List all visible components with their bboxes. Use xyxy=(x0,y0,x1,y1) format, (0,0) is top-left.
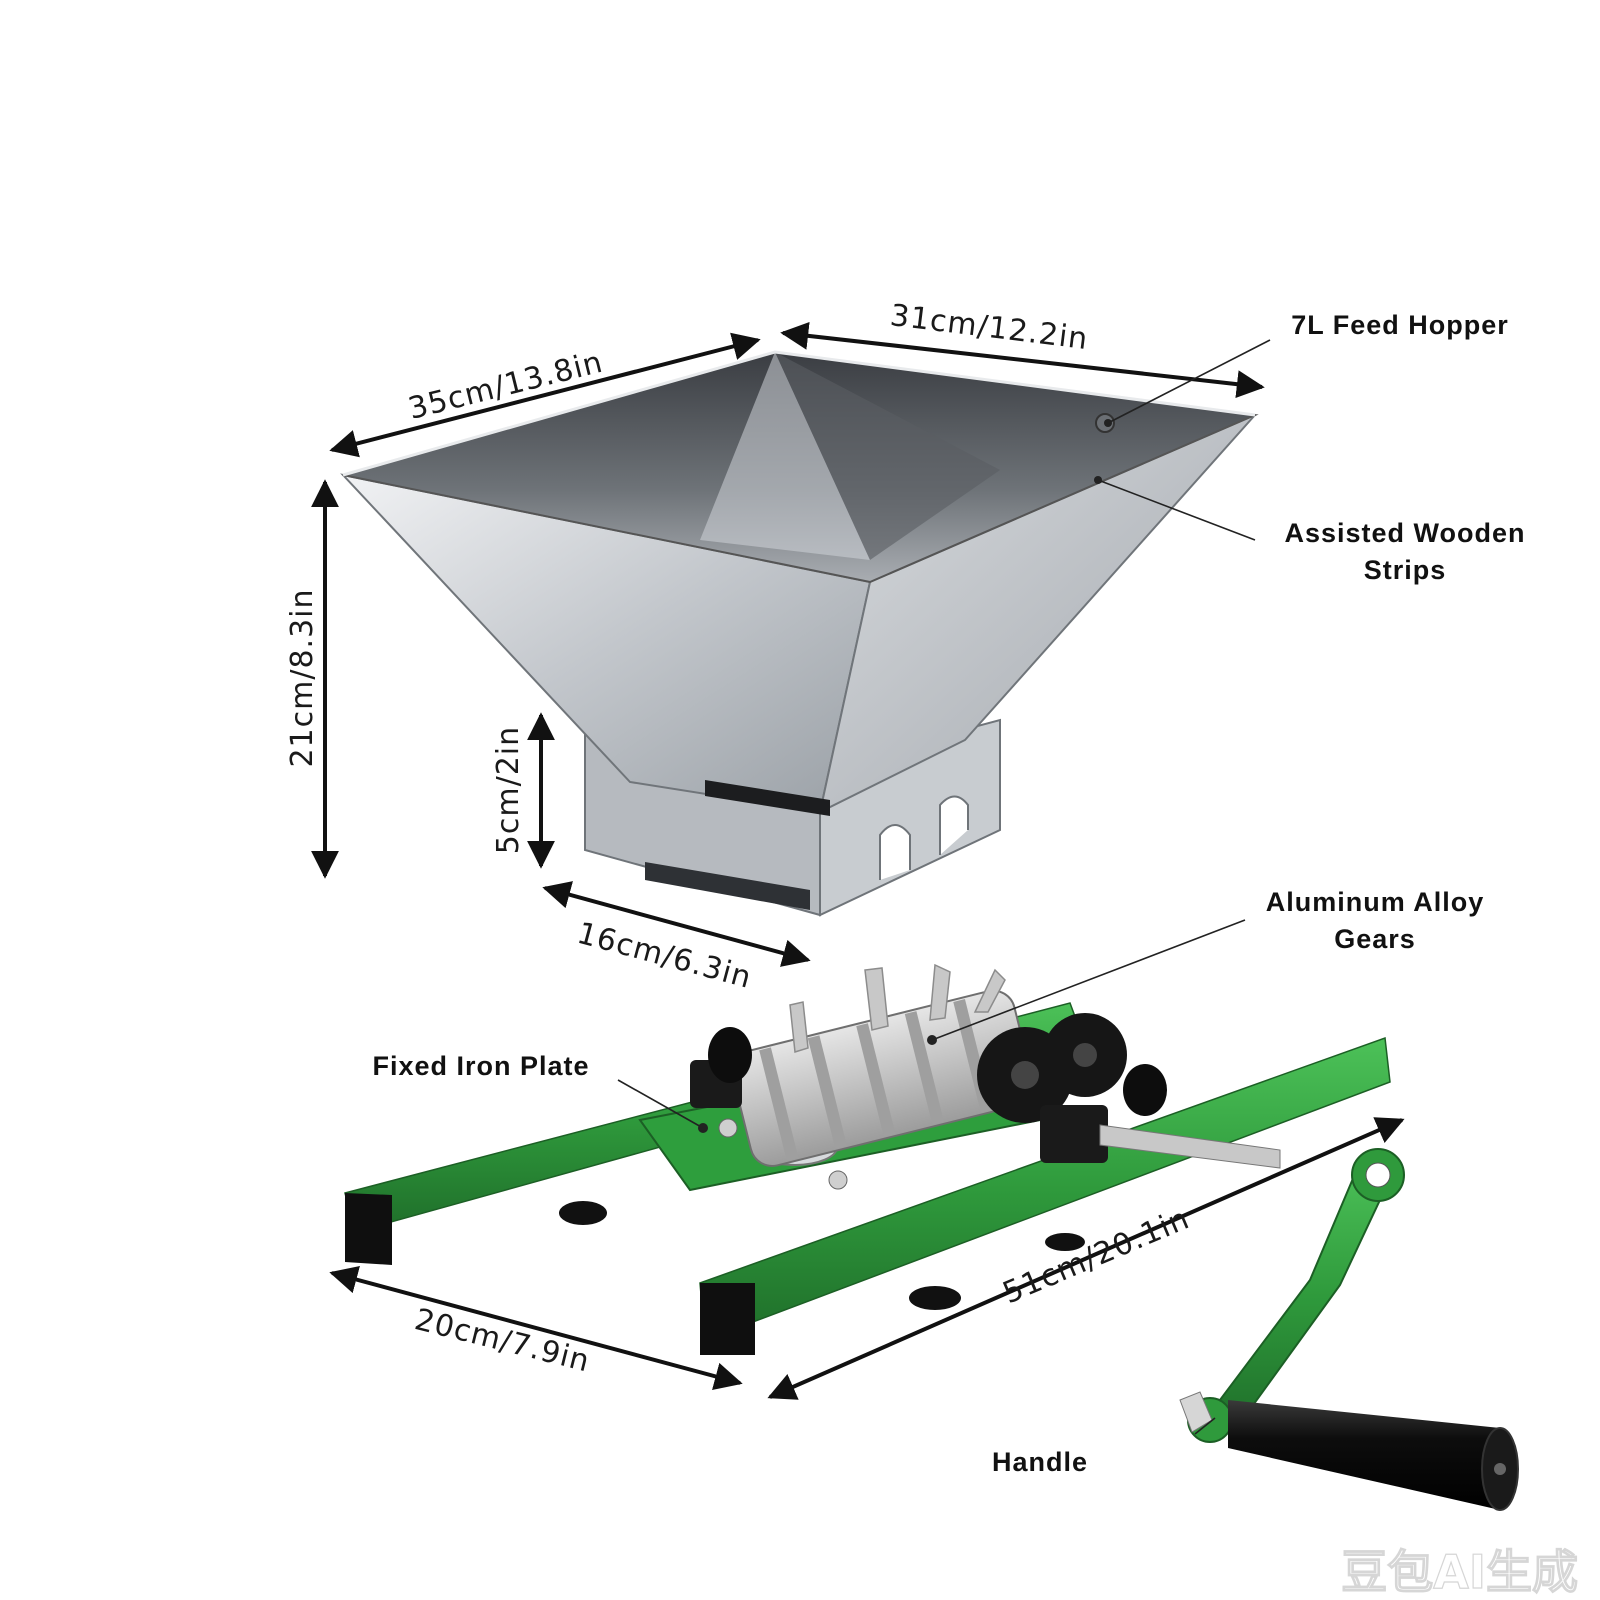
dimension-arrows xyxy=(311,321,1405,1400)
base-width-label: 20cm/7.9in xyxy=(411,1302,593,1379)
wooden-strips-label-line1: Assisted Wooden xyxy=(1284,518,1525,548)
wooden-strips-label-line2: Strips xyxy=(1364,555,1447,585)
crank-handle-illustration xyxy=(1179,1148,1519,1511)
outlet-width-label: 16cm/6.3in xyxy=(573,916,755,996)
feed-hopper-label: 7L Feed Hopper xyxy=(1291,310,1509,340)
outlet-height-label: 5cm/2in xyxy=(491,726,526,854)
watermark: 豆包AI生成 xyxy=(1341,1545,1578,1599)
hopper-height-label: 21cm/8.3in xyxy=(285,588,320,767)
grinder-base-illustration xyxy=(344,963,1391,1355)
handle-label: Handle xyxy=(992,1447,1088,1477)
gears-label-line1: Aluminum Alloy xyxy=(1266,887,1485,917)
callout-leaders xyxy=(617,339,1271,1435)
gears-label-line2: Gears xyxy=(1334,924,1416,954)
iron-plate-label: Fixed Iron Plate xyxy=(372,1051,589,1081)
feed-hopper-illustration xyxy=(340,350,1259,917)
